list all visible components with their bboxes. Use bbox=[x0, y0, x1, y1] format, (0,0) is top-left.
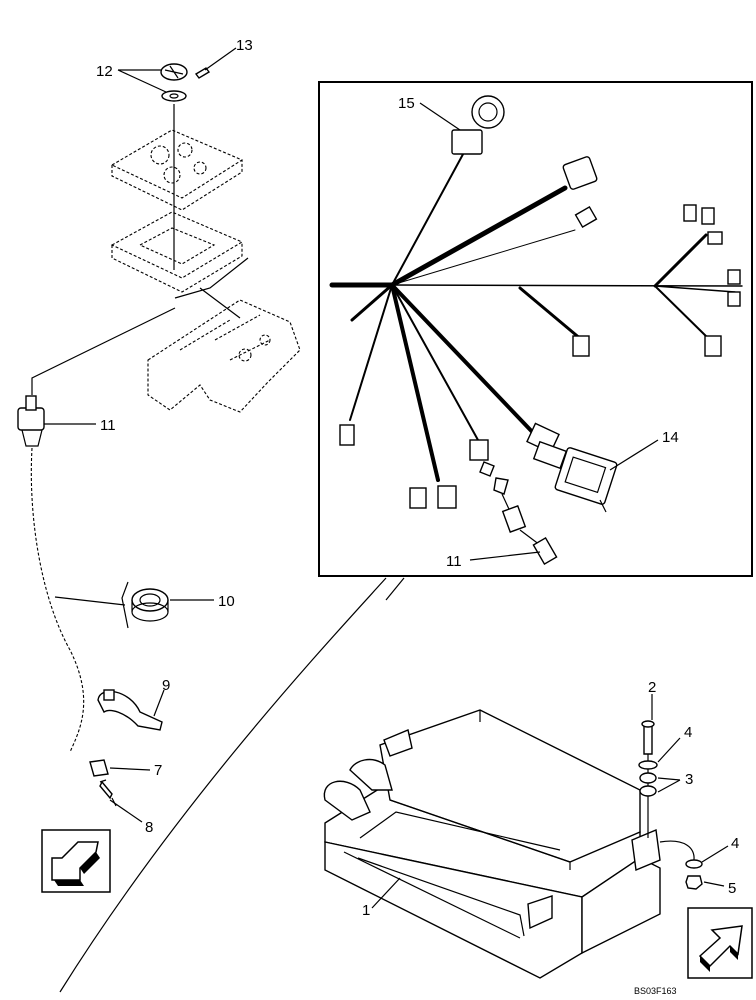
callout-10: 10 bbox=[218, 593, 235, 610]
callout-8: 8 bbox=[145, 819, 153, 836]
callout-4-bottom: 4 bbox=[731, 835, 739, 852]
callout-15: 15 bbox=[398, 95, 415, 112]
washer-4-top bbox=[638, 760, 658, 770]
round-connector-15 bbox=[471, 95, 505, 129]
lower-bezel bbox=[110, 211, 244, 293]
nut-5 bbox=[685, 875, 703, 890]
screw-8 bbox=[99, 780, 113, 800]
callout-12: 12 bbox=[96, 63, 113, 80]
callout-7: 7 bbox=[154, 762, 162, 779]
isolator-3a bbox=[639, 772, 657, 784]
washer-12 bbox=[161, 90, 187, 102]
bracket-7 bbox=[89, 759, 109, 777]
drawing-reference: BS03F163 bbox=[634, 986, 677, 996]
plug-15 bbox=[451, 129, 483, 155]
callout-3: 3 bbox=[685, 771, 693, 788]
callout-14: 14 bbox=[662, 429, 679, 446]
grommet-10 bbox=[54, 581, 169, 629]
bezel-plate bbox=[110, 129, 244, 211]
callout-1: 1 bbox=[362, 902, 370, 919]
console-panel bbox=[147, 299, 301, 413]
harness-inset-frame bbox=[318, 81, 753, 577]
console-assembly bbox=[17, 47, 301, 823]
arrow-up-right-icon bbox=[687, 907, 753, 979]
control-module-14 bbox=[554, 447, 618, 505]
callout-11-left: 11 bbox=[100, 417, 116, 434]
callout-5: 5 bbox=[728, 880, 736, 897]
callout-9: 9 bbox=[162, 677, 170, 694]
callout-2: 2 bbox=[648, 679, 656, 696]
arrow-down-left-icon bbox=[41, 829, 111, 893]
callout-13: 13 bbox=[236, 37, 253, 54]
switch-11-inset bbox=[532, 537, 558, 565]
washer-4-bottom bbox=[685, 859, 703, 869]
isolator-3b bbox=[639, 785, 657, 797]
pin-13 bbox=[194, 67, 211, 79]
callout-4-top: 4 bbox=[684, 724, 692, 741]
switch-harness-wire bbox=[30, 447, 85, 753]
switch-11 bbox=[17, 407, 45, 431]
wire-harness-14 bbox=[329, 95, 743, 565]
mounting-tray-1 bbox=[323, 694, 729, 979]
bolt-2 bbox=[643, 723, 653, 755]
callout-11-inset: 11 bbox=[446, 553, 462, 570]
section-divider bbox=[59, 577, 387, 993]
